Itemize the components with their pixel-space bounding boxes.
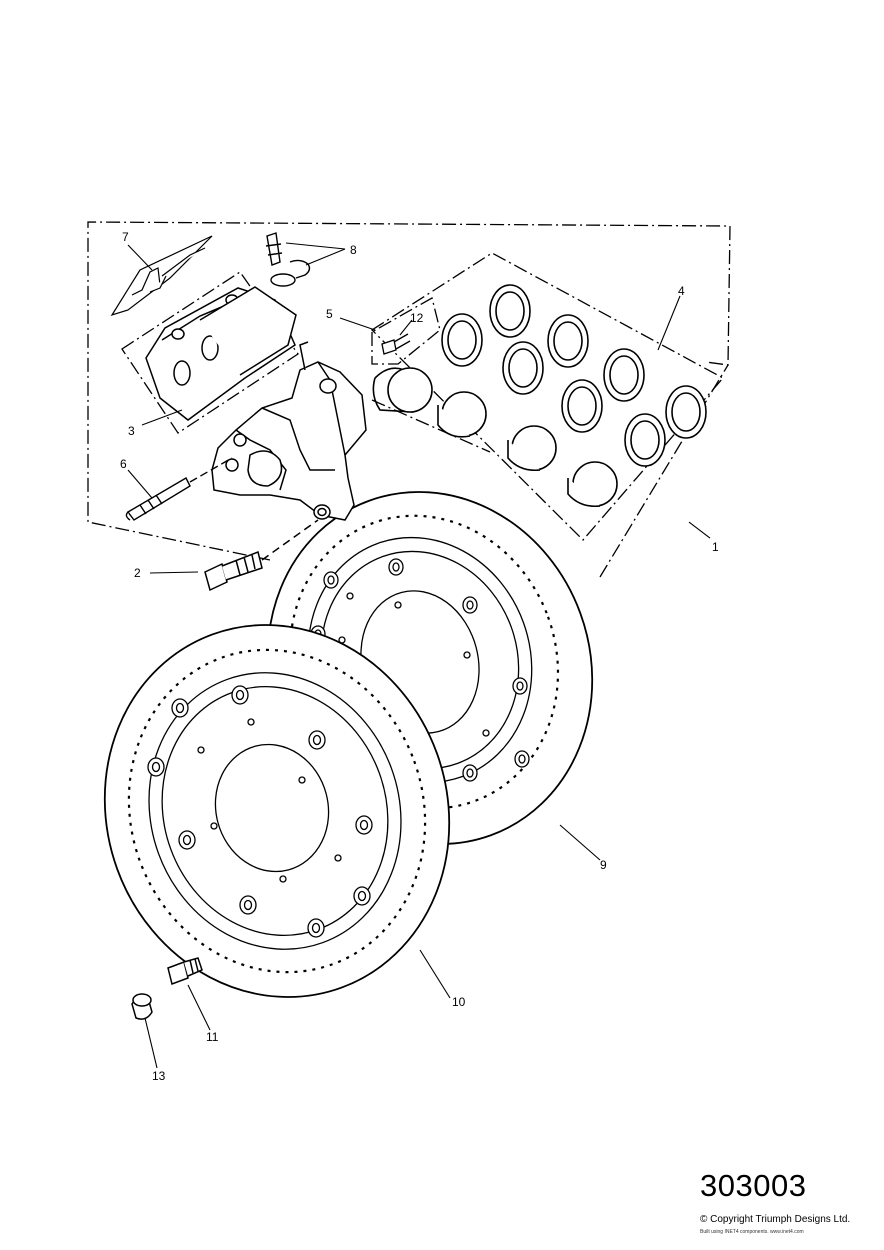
pad-shim [110, 235, 213, 317]
callout-11: 11 [206, 1030, 219, 1044]
callout-1: 1 [712, 540, 719, 554]
callout-5: 5 [326, 307, 333, 321]
callout-3: 3 [128, 424, 135, 438]
piston-guide-lines [371, 399, 491, 453]
pistons [372, 367, 618, 508]
calliper-assembly-outline [87, 221, 731, 578]
callout-labels: 1 2 3 4 5 6 7 8 9 10 11 12 13 [120, 230, 719, 1083]
brake-pads [145, 286, 297, 421]
brake-disc-rear [266, 491, 594, 845]
callout-12: 12 [410, 311, 424, 325]
brake-disc-front [103, 624, 451, 998]
bleed-screw [381, 333, 411, 355]
bolt-cap [131, 993, 153, 1020]
callout-8: 8 [350, 243, 357, 257]
bleed-screw-box [371, 297, 441, 365]
copyright-notice: © Copyright Triumph Designs Ltd. [700, 1214, 851, 1225]
callout-2: 2 [134, 566, 141, 580]
callout-10: 10 [452, 995, 466, 1009]
disc-bolt [167, 957, 203, 985]
calliper-mounting-bolt [204, 519, 319, 592]
callout-4: 4 [678, 284, 685, 298]
callout-7: 7 [122, 230, 129, 244]
brake-calliper [211, 341, 367, 521]
built-with-notice: Built using INET4 components. www.inet4.… [700, 1229, 804, 1235]
callout-9: 9 [600, 858, 607, 872]
leader-lines [127, 242, 711, 1069]
bleed-nipple [265, 232, 311, 287]
callout-13: 13 [152, 1069, 166, 1083]
diagram-number: 303003 [700, 1168, 807, 1203]
pad-pin [125, 457, 233, 521]
brake-pads-outline [121, 271, 299, 434]
callout-6: 6 [120, 457, 127, 471]
seal-rings [441, 284, 707, 467]
